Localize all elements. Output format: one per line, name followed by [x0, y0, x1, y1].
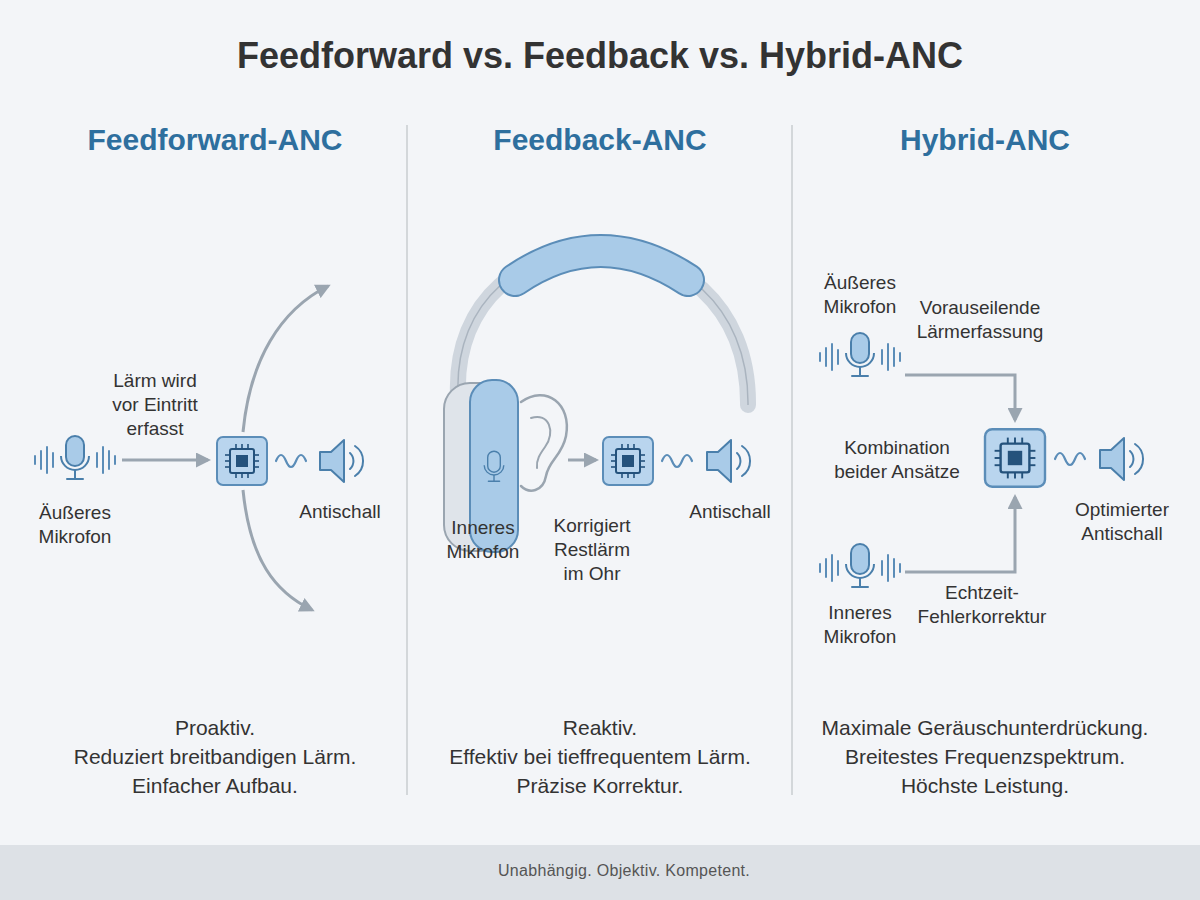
output-label: Antischall	[299, 500, 380, 524]
mic-label: Inneres Mikrofon	[805, 601, 915, 649]
section-heading: Feedback-ANC	[493, 121, 706, 159]
mic-label: Äußeres Mikrofon	[20, 501, 130, 549]
mic-label: Inneres Mikrofon	[433, 516, 533, 564]
footer-slogan: Unabhängig. Objektiv. Kompetent.	[498, 862, 750, 880]
summary-line: Proaktiv.	[175, 715, 255, 741]
column-divider	[406, 125, 408, 795]
microphone-icon	[846, 333, 874, 376]
annotation: Vorauseilende Lärmerfassung	[905, 296, 1055, 344]
headband-cushion-outline	[515, 251, 688, 280]
anti-noise-wave	[662, 455, 692, 467]
inner-microphone-icon	[484, 451, 504, 481]
signal-arrow	[905, 497, 1015, 572]
ear-outline	[521, 395, 567, 490]
signal-arrow	[122, 459, 208, 462]
anti-noise-wave	[1055, 453, 1085, 465]
summary-line: Effektiv bei tieffrequentem Lärm.	[449, 744, 751, 770]
speaker-icon	[707, 440, 750, 482]
column-divider	[791, 125, 793, 795]
summary-line: Reaktiv.	[563, 715, 637, 741]
diagram-title: Feedforward vs. Feedback vs. Hybrid-ANC	[237, 33, 963, 78]
annotation: Kombination beider Ansätze	[825, 436, 970, 484]
hybrid-illustration	[820, 333, 1143, 587]
curved-arrow	[243, 286, 328, 432]
annotation: Korrigiert Restlärm im Ohr	[545, 514, 640, 585]
ear-inner	[531, 417, 550, 468]
summary-line: Breitestes Frequenzspektrum.	[845, 744, 1125, 770]
annotation: Lärm wird vor Eintritt erfasst	[100, 369, 210, 440]
summary-line: Höchste Leistung.	[901, 773, 1069, 799]
summary-line: Einfacher Aufbau.	[132, 773, 298, 799]
speaker-icon	[1100, 438, 1143, 480]
processor-chip	[603, 437, 653, 485]
mic-label: Äußeres Mikrofon	[805, 271, 915, 319]
annotation: Echtzeit-Fehlerkorrektur	[907, 581, 1057, 629]
speaker-icon	[320, 440, 363, 482]
processor-chip	[217, 437, 267, 485]
output-label: Antischall	[689, 500, 770, 524]
output-label: Optimierter Antischall	[1065, 498, 1180, 546]
microphone-icon	[61, 436, 89, 479]
anti-noise-wave	[276, 455, 306, 467]
summary-line: Reduziert breitbandigen Lärm.	[74, 744, 357, 770]
summary-line: Maximale Geräuschunterdrückung.	[822, 715, 1149, 741]
processor-chip	[985, 429, 1045, 487]
footer-band: Unabhängig. Objektiv. Kompetent.	[0, 845, 1200, 900]
section-heading: Feedforward-ANC	[87, 121, 342, 159]
signal-arrow	[905, 375, 1015, 420]
section-heading: Hybrid-ANC	[900, 121, 1070, 159]
feedforward-illustration	[35, 286, 363, 610]
headband-cushion	[515, 251, 688, 280]
summary-line: Präzise Korrektur.	[517, 773, 684, 799]
signal-arrow	[568, 459, 596, 462]
microphone-icon	[846, 544, 874, 587]
